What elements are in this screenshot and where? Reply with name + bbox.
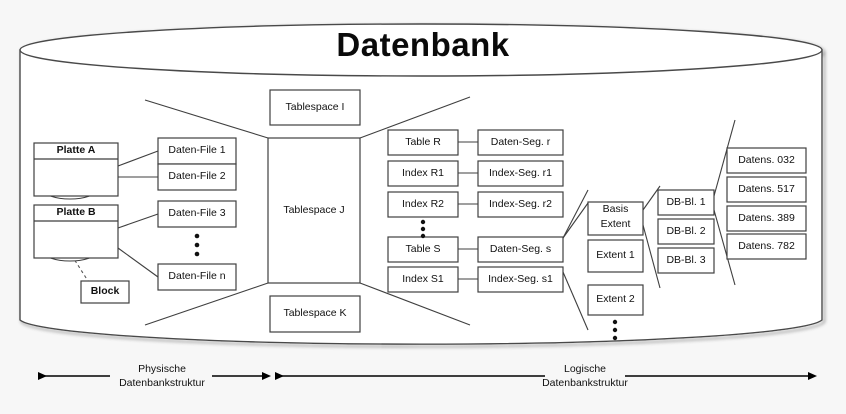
data-file-box — [157, 263, 237, 291]
object-box — [387, 191, 459, 218]
extent-dbblock-connectors — [642, 185, 661, 289]
data-file-box — [157, 163, 237, 191]
segment-extent-connectors — [562, 189, 589, 331]
axis-label-logical-line2: Datenbankstruktur — [542, 377, 628, 390]
tablespace-box — [269, 89, 361, 126]
object-segment-links — [458, 141, 478, 280]
data-file-box — [157, 137, 237, 165]
object-box — [387, 266, 459, 293]
extent-box — [587, 284, 644, 316]
tablespace-box — [267, 137, 361, 284]
file-tablespace-connectors — [144, 99, 269, 326]
disk-file-connectors — [117, 150, 159, 278]
tablespace-box — [269, 295, 361, 333]
record-box — [726, 233, 807, 260]
segment-box — [477, 266, 564, 293]
segment-box — [477, 129, 564, 156]
object-box — [387, 129, 459, 156]
dbblock-record-connectors — [713, 119, 736, 286]
axis-label-physical-line2: Datenbankstruktur — [119, 377, 205, 390]
segment-box — [477, 160, 564, 187]
axis-label-physical-line1: Physische — [138, 363, 186, 375]
page-title: Datenbank — [336, 26, 510, 63]
segment-box — [477, 191, 564, 218]
data-file-box — [157, 200, 237, 228]
db-block-box — [657, 189, 715, 216]
record-box — [726, 176, 807, 203]
disk-box-platte-a — [33, 142, 119, 197]
axis-label-logical-line1: Logische — [563, 363, 607, 375]
record-box — [726, 205, 807, 232]
object-box — [387, 160, 459, 187]
extent-box — [587, 239, 644, 273]
axis-label-physical: Physische Datenbankstruktur — [92, 362, 232, 390]
ellipsis-dots — [194, 219, 618, 341]
object-box — [387, 236, 459, 263]
db-block-box — [657, 247, 715, 274]
extent-box — [587, 201, 644, 236]
axis-label-logical: Logische Datenbankstruktur — [515, 362, 655, 390]
segment-box — [477, 236, 564, 263]
block-box — [80, 280, 130, 304]
disk-box-platte-b — [33, 204, 119, 259]
tablespace-object-connectors — [359, 96, 471, 326]
db-block-box — [657, 218, 715, 245]
record-box — [726, 147, 807, 174]
